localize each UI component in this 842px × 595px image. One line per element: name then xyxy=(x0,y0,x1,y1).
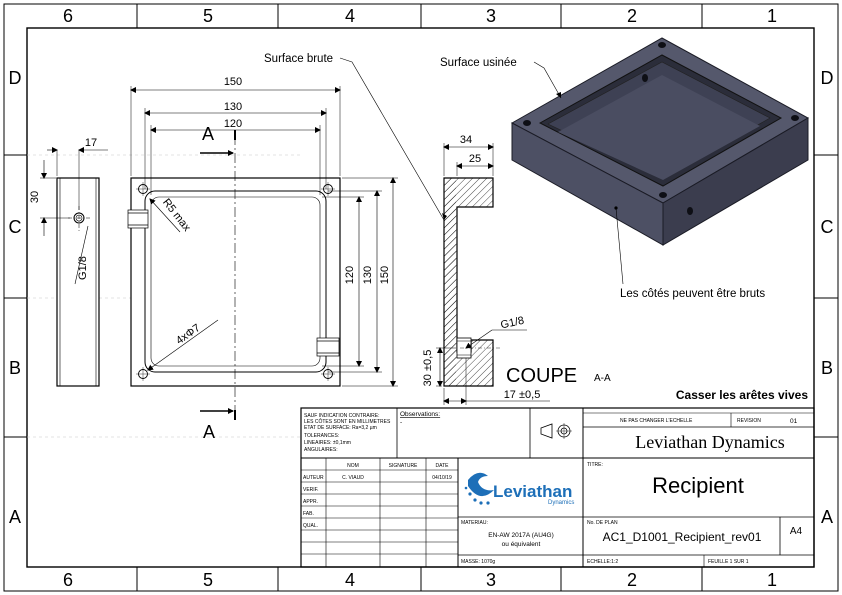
section-label-top: A xyxy=(202,124,214,144)
author-date: 04/10/19 xyxy=(432,475,452,481)
ne-pas-changer-echelle: NE PAS CHANGER L'ECHELLE xyxy=(620,418,693,424)
company-logo: Leviathan Dynamics xyxy=(464,472,574,506)
top-view: A A 150 130 120 120 130 150 R5 max 4xΦ7 xyxy=(127,76,398,442)
isometric-view xyxy=(510,37,810,246)
company-name: Leviathan Dynamics xyxy=(635,432,784,452)
header-signature: SIGNATURE xyxy=(389,463,418,469)
dim-34: 34 xyxy=(460,134,472,146)
observations-value: - xyxy=(400,419,402,426)
zone-col-3-top: 3 xyxy=(486,6,496,26)
row-label-appr: APPR. xyxy=(303,499,318,505)
tol-line-3: ETAT DE SURFACE: Ra=3,2 µm xyxy=(304,425,377,431)
zone-col-2-top: 2 xyxy=(627,6,637,26)
zone-row-b-right: B xyxy=(821,358,833,378)
zone-col-6-bottom: 6 xyxy=(63,570,73,590)
logo-subtext: Dynamics xyxy=(548,500,574,506)
zone-row-d-right: D xyxy=(821,68,834,88)
zone-col-6-top: 6 xyxy=(63,6,73,26)
zone-col-4-bottom: 4 xyxy=(345,570,355,590)
zone-col-1-bottom: 1 xyxy=(767,570,777,590)
tolerance-notes: SAUF INDICATION CONTRAIRE: LES CÔTES SON… xyxy=(304,413,391,453)
section-view: 34 25 G1/8 30 ±0,5 17 ±0,5 xyxy=(422,134,550,405)
materiau-label: MATERIAU: xyxy=(461,520,488,526)
tol-line-6: ANGULAIRES: xyxy=(304,447,338,453)
dim-130-vertical: 130 xyxy=(362,266,374,284)
tol-line-1: SAUF INDICATION CONTRAIRE: xyxy=(304,413,379,419)
dim-150-vertical: 150 xyxy=(379,266,391,284)
header-date: DATE xyxy=(436,463,450,469)
header-nom: NOM xyxy=(347,463,359,469)
no-plan-label: No. DE PLAN xyxy=(587,520,618,526)
tol-line-5: LINEAIRES: ±0,1mm xyxy=(304,440,351,446)
zone-col-3-bottom: 3 xyxy=(486,570,496,590)
zone-row-c-right: C xyxy=(821,217,834,237)
masse: MASSE: 1070g xyxy=(461,559,495,565)
section-label-bottom: A xyxy=(203,422,215,442)
projection-symbol xyxy=(540,423,572,439)
author-name: C. VIAUD xyxy=(342,475,364,481)
zone-col-4-top: 4 xyxy=(345,6,355,26)
drawing-title: Recipient xyxy=(652,473,744,498)
zone-row-b-left: B xyxy=(9,358,21,378)
zone-row-a-right: A xyxy=(821,507,833,527)
revision-label: REVISION xyxy=(737,418,761,424)
zone-row-d-left: D xyxy=(9,68,22,88)
note-surface-usinee: Surface usinée xyxy=(440,57,517,69)
section-title-suffix: A-A xyxy=(594,373,611,384)
revision-value: 01 xyxy=(790,418,798,425)
row-label-auteur: AUTEUR xyxy=(303,475,324,481)
section-title: COUPE xyxy=(506,365,577,387)
observations-label: Observations: xyxy=(400,411,440,418)
tol-line-4: TOLERANCES: xyxy=(304,433,339,439)
row-label-verif: VERIF. xyxy=(303,487,319,493)
zone-row-c-left: C xyxy=(9,217,22,237)
row-label-fab: FAB. xyxy=(303,511,314,517)
drawing-number: AC1_D1001_Recipient_rev01 xyxy=(603,530,762,544)
materiau-line-2: ou équivalent xyxy=(502,541,541,548)
tol-line-2: LES CÔTES SONT EN MILLIMETRES xyxy=(304,418,391,425)
dim-30-side: 30 xyxy=(29,191,41,203)
logo-text: Leviathan xyxy=(493,482,572,501)
dim-30-tol: 30 ±0,5 xyxy=(422,350,434,387)
dim-25: 25 xyxy=(469,153,481,165)
zone-col-1-top: 1 xyxy=(767,6,777,26)
feuille: FEUILLE 1 SUR 1 xyxy=(708,559,749,565)
row-label-qual: QUAL. xyxy=(303,523,318,529)
echelle: ECHELLE:1:2 xyxy=(587,559,618,565)
note-cotes-bruts: Les côtés peuvent être bruts xyxy=(620,288,765,300)
dim-120-vertical: 120 xyxy=(344,266,356,284)
title-block xyxy=(300,407,815,568)
dim-130-top: 130 xyxy=(224,101,242,113)
zone-col-5-top: 5 xyxy=(203,6,213,26)
note-casser-aretes: Casser les arêtes vives xyxy=(676,388,808,402)
thread-g18-section: G1/8 xyxy=(499,315,525,332)
thread-g18-side: G1/8 xyxy=(77,256,89,280)
zone-col-5-bottom: 5 xyxy=(203,570,213,590)
zone-row-a-left: A xyxy=(9,507,21,527)
dim-120-top: 120 xyxy=(224,118,242,130)
materiau-line-1: EN-AW 2017A (AU4G) xyxy=(488,532,554,539)
side-view: 17 30 G1/8 xyxy=(29,137,108,387)
sheet-format: A4 xyxy=(790,526,803,537)
zone-col-2-bottom: 2 xyxy=(627,570,637,590)
dim-150-top: 150 xyxy=(224,76,242,88)
zone-ticks xyxy=(4,4,838,591)
titre-label: TITRE: xyxy=(587,462,603,468)
dim-17-side: 17 xyxy=(85,137,97,149)
dim-17-tol: 17 ±0,5 xyxy=(504,389,541,401)
note-surface-brute: Surface brute xyxy=(264,53,333,65)
